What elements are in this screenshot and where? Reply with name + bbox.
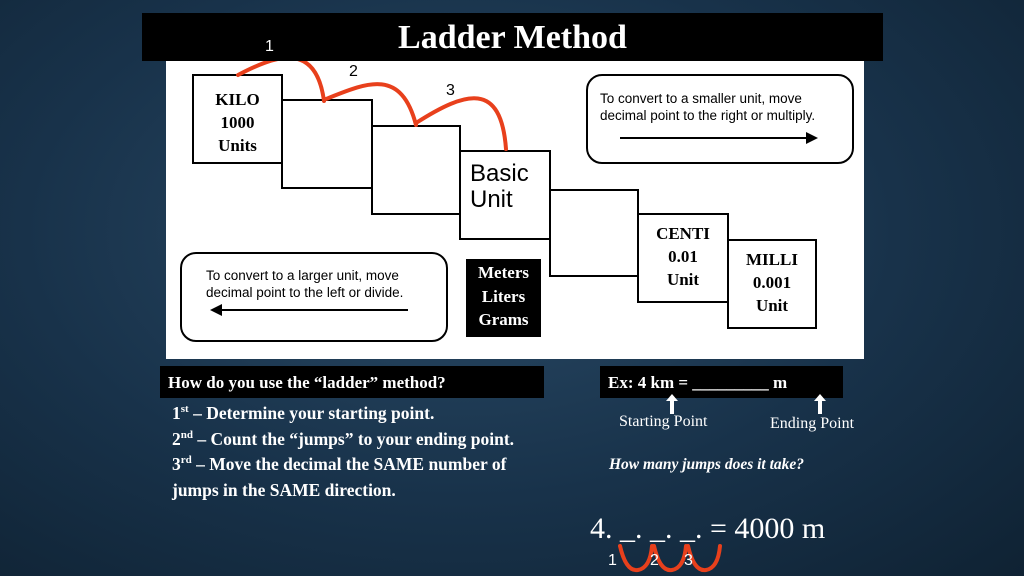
kilo-value: 1000 [220,113,255,132]
answer-arc-1 [618,544,654,573]
kilo-step [192,74,283,164]
answer-jump-3: 3 [684,552,693,569]
centi-label: CENTI 0.01 Unit [637,222,729,291]
answer-text: 4. _. _. _. = 4000 m [590,512,826,545]
question-bar [160,366,544,398]
smaller-unit-rule-line1: To convert to a smaller unit, move [600,91,802,106]
unit-word: Unit [470,186,513,213]
milli-name: MILLI [746,250,798,269]
basic-units-box [466,259,541,337]
jump-arc-1 [236,61,326,103]
answer-jump-1: 1 [608,552,617,569]
jump-arcs [236,61,508,151]
deka-step [371,125,461,215]
kilo-unit: Units [218,136,257,155]
slide-title: Ladder Method [398,19,627,56]
basic-unit-label: Basic Unit [470,161,529,213]
smaller-unit-rule-box [586,74,854,164]
meters-label: Meters [478,263,529,282]
milli-value: 0.001 [752,273,792,292]
jump-number-1: 1 [265,38,274,55]
step-1: 1st – Determine your starting point. [172,403,435,423]
step-3: 3rd – Move the decimal the SAME number o… [172,454,507,500]
smaller-unit-rule-line2: decimal point to the right or multiply. [600,108,816,123]
jumps-question: How many jumps does it take? [609,456,805,473]
starting-point-arrow-icon [666,394,678,414]
right-arrow-icon [620,132,818,144]
larger-unit-rule-box [180,252,448,342]
jump-arc-2 [324,82,418,127]
larger-unit-rule-line1: To convert to a larger unit, move [206,268,399,283]
ending-point-label: Ending Point [770,415,855,432]
liters-label: Liters [481,286,526,306]
example-text: Ex: 4 km = _________ m [608,373,788,392]
jump-number-3: 3 [446,82,455,99]
ending-point-arrow-icon [814,394,826,414]
larger-unit-rule-line2: decimal point to the left or divide. [206,285,404,300]
ladder-diagram: To convert to a smaller unit, move decim… [166,61,864,359]
milli-step [727,239,817,329]
answer-arc-3 [686,544,722,573]
basic-word: Basic [470,160,529,187]
centi-name: CENTI [656,224,710,243]
grams-label: Grams [478,310,529,329]
jump-arc-3 [414,96,508,151]
title-bar [142,13,883,61]
answer-jump-arcs [618,544,722,573]
jump-number-2: 2 [349,63,358,80]
answer-jump-2: 2 [650,552,659,569]
steps-list: 1st – Determine your starting point. 2nd… [172,401,544,503]
example-bar [600,366,843,398]
answer-arc-2 [652,544,688,573]
kilo-name: KILO [215,90,260,109]
step-2: 2nd – Count the “jumps” to your ending p… [172,428,515,449]
milli-label: MILLI 0.001 Unit [727,248,817,317]
milli-unit: Unit [755,296,789,315]
starting-point-label: Starting Point [619,413,708,430]
centi-unit: Unit [666,270,700,289]
left-arrow-icon [210,304,408,316]
basic-units-list: Meters Liters Grams [466,261,541,332]
kilo-label: KILO 1000 Units [192,88,283,157]
question-text: How do you use the “ladder” method? [168,373,446,392]
centi-value: 0.01 [668,247,698,266]
